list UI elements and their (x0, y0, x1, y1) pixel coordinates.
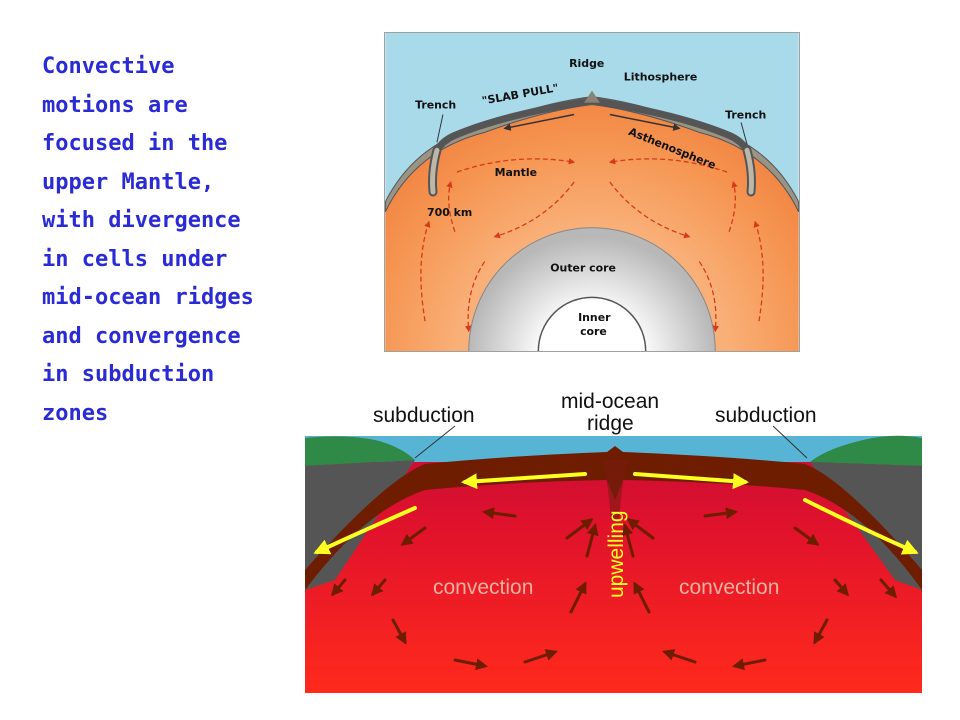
label-convection-right: convection (679, 576, 779, 599)
label-outer-core: Outer core (550, 262, 616, 275)
land-right (810, 435, 922, 466)
subduction-right-pointer (772, 425, 808, 459)
land-left (305, 436, 415, 466)
earth-cross-section-figure: Trench "SLAB PULL" Ridge Lithosphere Tre… (384, 32, 800, 352)
lithosphere-plate (305, 446, 922, 590)
label-ridge-word: ridge (587, 412, 634, 435)
label-mid-ocean: mid-ocean (561, 390, 659, 413)
plate-flow-arrows (313, 472, 919, 555)
caption-text: Convective motions are focused in the up… (42, 54, 254, 426)
label-700km: 700 km (427, 206, 472, 219)
convection-cell-arrows (331, 507, 897, 671)
label-trench-left: Trench (415, 99, 456, 112)
plate-motion-arrow-right (609, 113, 681, 131)
label-upwelling: upwelling (605, 510, 628, 598)
convection-cells-figure: subduction mid-ocean ridge subduction co… (305, 390, 922, 693)
inner-core (537, 296, 647, 351)
label-trench-right: Trench (725, 108, 766, 121)
label-lithosphere: Lithosphere (624, 71, 698, 84)
label-inner-core-2: core (580, 325, 607, 338)
trench-right-pointer (740, 122, 748, 145)
plate-motion-arrow-left (503, 113, 575, 131)
label-inner-core-1: Inner (578, 311, 611, 324)
subduction-left-pointer (414, 425, 456, 459)
label-mantle: Mantle (495, 166, 537, 179)
label-convection-left: convection (433, 576, 533, 599)
label-subduction-right: subduction (715, 404, 817, 427)
label-ridge: Ridge (569, 57, 604, 70)
outer-core (468, 227, 716, 351)
trench-left-pointer (436, 114, 444, 143)
label-subduction-left: subduction (373, 404, 475, 427)
mantle-convection-arrows (420, 158, 764, 333)
ridge-peak (584, 90, 600, 103)
ridge-upwelling-channel (601, 460, 629, 520)
